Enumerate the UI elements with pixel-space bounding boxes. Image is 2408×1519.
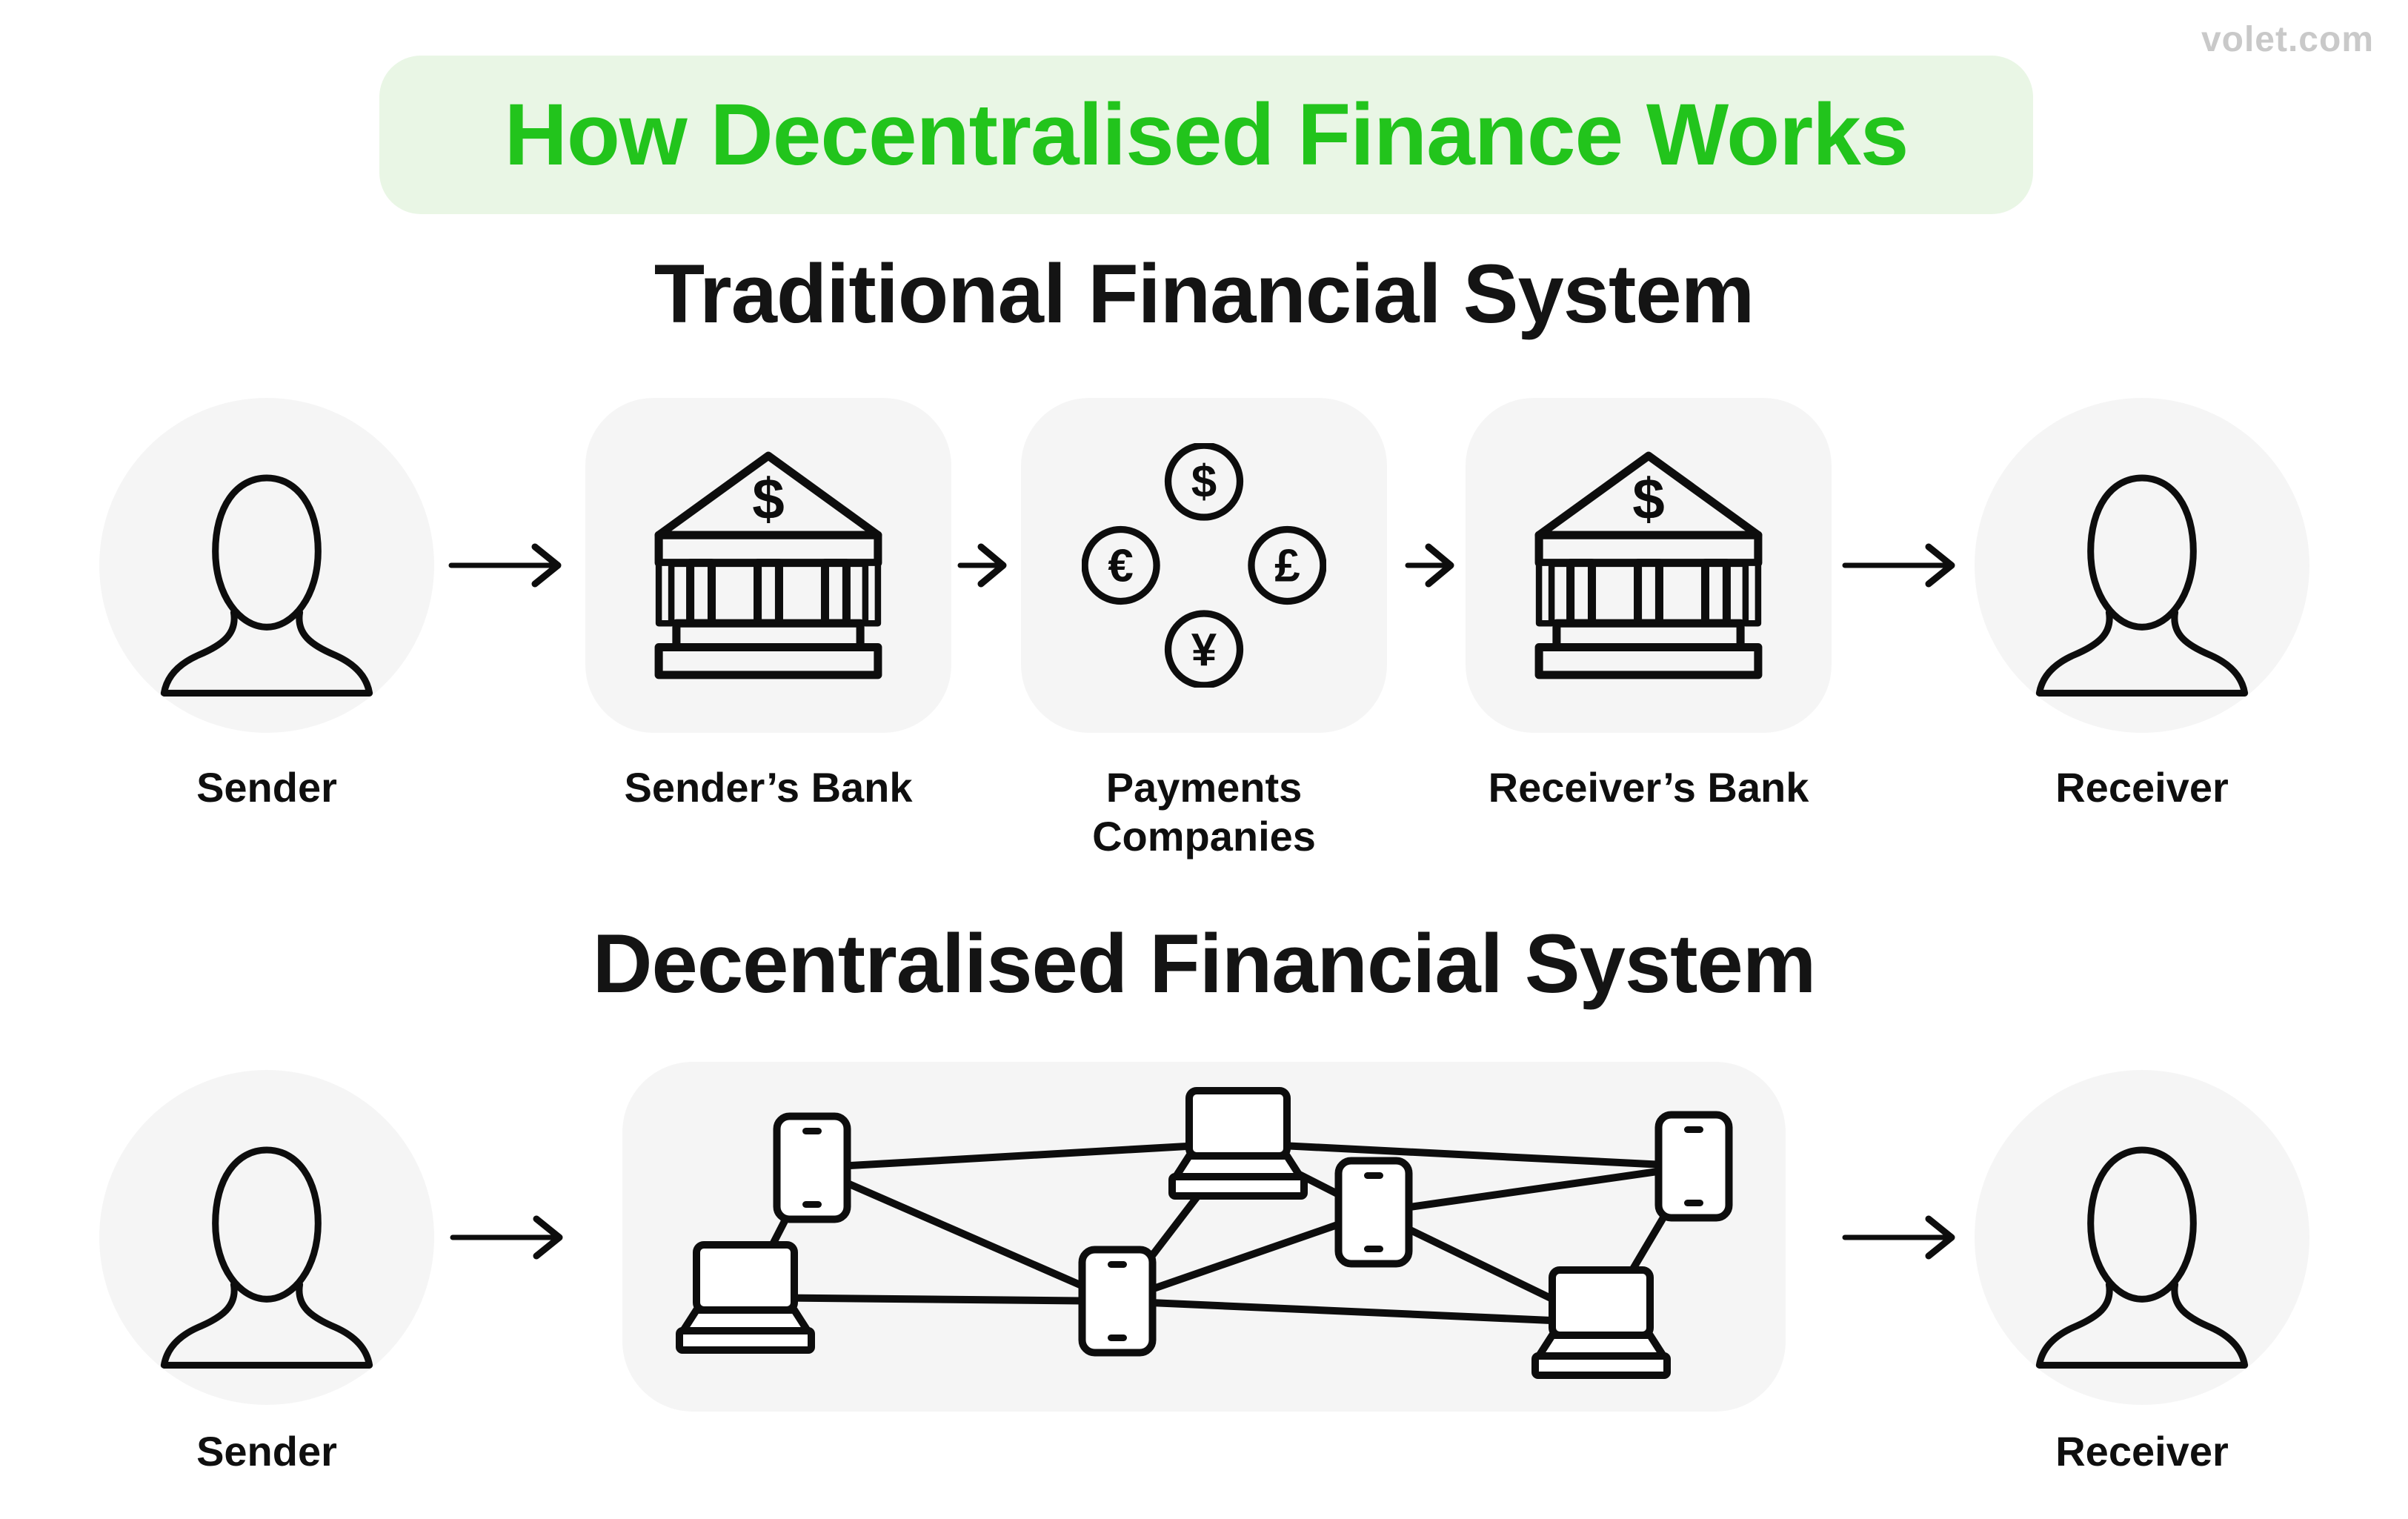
bank-icon: $ <box>1523 439 1775 691</box>
right-arrow-icon <box>1842 542 1968 589</box>
network-phone-1 <box>777 1117 848 1220</box>
decentralised-sender-label: Sender <box>196 1428 337 1475</box>
network-phone-2 <box>1339 1161 1409 1264</box>
traditional-senders-bank-node: $ <box>585 398 951 733</box>
bank-icon: $ <box>642 439 894 691</box>
arrow-payments-to-bank <box>1405 542 1467 589</box>
right-arrow-icon <box>1842 1214 1968 1261</box>
person-icon <box>2020 1097 2264 1377</box>
decentralised-heading: Decentralised Financial System <box>592 917 1817 1010</box>
arrow-sender-to-network <box>450 1214 576 1261</box>
traditional-payments-label: Payments Companies <box>1021 763 1387 861</box>
traditional-sender-node <box>99 398 434 733</box>
network-laptop-3 <box>1535 1270 1667 1375</box>
right-arrow-icon <box>1405 542 1467 589</box>
right-arrow-icon <box>450 1214 576 1261</box>
pound-symbol: £ <box>1274 541 1300 592</box>
decentralised-receiver-node <box>1975 1070 2309 1405</box>
decentralised-receiver-label: Receiver <box>2055 1428 2229 1475</box>
network-phone-4 <box>1659 1115 1729 1218</box>
page-title: How Decentralised Finance Works <box>504 86 1909 184</box>
person-icon <box>144 425 389 705</box>
yen-symbol: ¥ <box>1191 625 1217 676</box>
payments-label-line1: Payments <box>1105 764 1303 811</box>
title-banner: How Decentralised Finance Works <box>379 56 2033 214</box>
network-phone-3 <box>1082 1250 1153 1353</box>
arrow-network-to-receiver <box>1842 1214 1968 1261</box>
euro-symbol: € <box>1108 541 1133 592</box>
traditional-receiver-label: Receiver <box>2055 764 2229 811</box>
network-laptop-2 <box>1172 1091 1304 1196</box>
traditional-heading: Traditional Financial System <box>653 247 1755 340</box>
dollar-symbol: $ <box>1191 456 1217 508</box>
traditional-sender-label: Sender <box>196 764 337 811</box>
bank-dollar-symbol: $ <box>1632 466 1664 531</box>
traditional-receivers-bank-node: $ <box>1466 398 1832 733</box>
person-icon <box>2020 425 2264 705</box>
currencies-icon: $ € £ ¥ <box>1082 443 1326 688</box>
traditional-receiver-node <box>1975 398 2309 733</box>
payments-label-line2: Companies <box>1092 813 1316 860</box>
arrow-bank-to-payments <box>957 542 1020 589</box>
arrow-bank-to-receiver <box>1842 542 1968 589</box>
traditional-receivers-bank-label: Receiver’s Bank <box>1488 764 1809 811</box>
arrow-sender-to-bank <box>448 542 574 589</box>
traditional-senders-bank-label: Sender’s Bank <box>624 764 913 811</box>
right-arrow-icon <box>957 542 1020 589</box>
person-icon <box>144 1097 389 1377</box>
traditional-payments-node: $ € £ ¥ <box>1021 398 1387 733</box>
bank-dollar-symbol: $ <box>752 466 784 531</box>
decentralised-sender-node <box>99 1070 434 1405</box>
watermark-volet: volet.com <box>2201 20 2374 59</box>
p2p-network-panel <box>622 1062 1786 1412</box>
p2p-network-icon <box>622 1062 1786 1412</box>
right-arrow-icon <box>448 542 574 589</box>
network-laptop-1 <box>679 1245 811 1350</box>
